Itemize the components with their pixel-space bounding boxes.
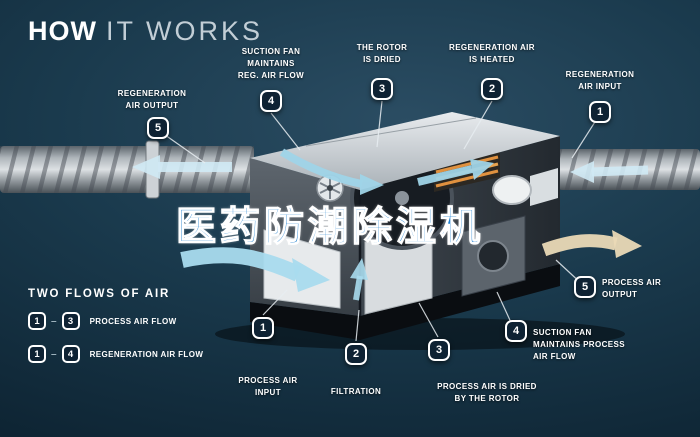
legend-label-process: PROCESS AIR FLOW (89, 316, 177, 326)
callout-label-suction-process: SUCTION FAN MAINTAINS PROCESS AIR FLOW (533, 328, 625, 361)
legend-row-regeneration: 1 – 4 REGENERATION AIR FLOW (28, 345, 203, 363)
round-opening (492, 175, 532, 205)
callout-label-regen-heated: REGENERATION AIR IS HEATED (449, 43, 535, 64)
rotor-hub (395, 191, 409, 205)
callout-label-rotor-dried: THE ROTOR IS DRIED (356, 43, 408, 64)
legend-badge-end: 3 (61, 312, 80, 330)
callout-badge-suction-process: 4 (505, 320, 527, 342)
legend-dash: – (51, 315, 57, 327)
callout-badge-process-input: 1 (252, 317, 274, 339)
callout-badge-regen-heated: 2 (481, 78, 503, 100)
legend-badge-start: 1 (28, 345, 46, 363)
legend-badge-end: 4 (61, 345, 80, 363)
title-word-light: IT WORKS (105, 16, 263, 46)
callout-label-regen-input: REGENERATION AIR INPUT (565, 70, 635, 91)
callout-badge-rotor-dried: 3 (371, 78, 393, 100)
callout-label-process-dried: PROCESS AIR IS DRIED BY THE ROTOR (437, 382, 537, 403)
callout-label-process-input: PROCESS AIR INPUT (238, 376, 298, 397)
fan-housing-inlet (477, 240, 509, 272)
callout-badge-regen-input: 1 (589, 101, 611, 123)
reg-airflow-arrow (279, 148, 363, 188)
duct-stub (530, 168, 558, 206)
dehumidifier-machine (215, 112, 625, 350)
callout-badge-process-dried: 3 (428, 339, 450, 361)
legend-dash: – (51, 348, 57, 360)
callout-badge-process-output: 5 (574, 276, 596, 298)
machine-base (250, 264, 560, 340)
page-title: HOW IT WORKS (28, 16, 263, 47)
title-word-bold: HOW (28, 16, 97, 46)
callout-label-filtration: FILTRATION (330, 387, 382, 396)
regen-in-arrow (591, 165, 649, 177)
filtration-arrow (353, 275, 363, 301)
airflow-arrows (132, 148, 649, 301)
callout-label-regen-output: REGENERATION AIR OUTPUT (117, 89, 187, 110)
legend-title: TWO FLOWS OF AIR (28, 288, 171, 300)
callout-label-process-output: PROCESS AIR OUTPUT (602, 278, 662, 299)
legend-row-process: 1 – 3 PROCESS AIR FLOW (28, 312, 177, 330)
legend-label-regeneration: REGENERATION AIR FLOW (89, 349, 204, 359)
overlay-chinese-text: 医药防潮除湿机 (175, 204, 484, 249)
callout-label-suction-reg: SUCTION FAN MAINTAINS REG. AIR FLOW (237, 47, 305, 80)
leader-lines (157, 100, 601, 342)
heater-airflow-arrow (417, 165, 473, 186)
process-out-arrow (541, 234, 618, 257)
callout-badge-suction-reg: 4 (260, 90, 282, 112)
legend-badge-start: 1 (28, 312, 46, 330)
process-in-arrow (180, 247, 302, 282)
callout-badge-regen-output: 5 (147, 117, 169, 139)
callout-badge-filtration: 2 (345, 343, 367, 365)
